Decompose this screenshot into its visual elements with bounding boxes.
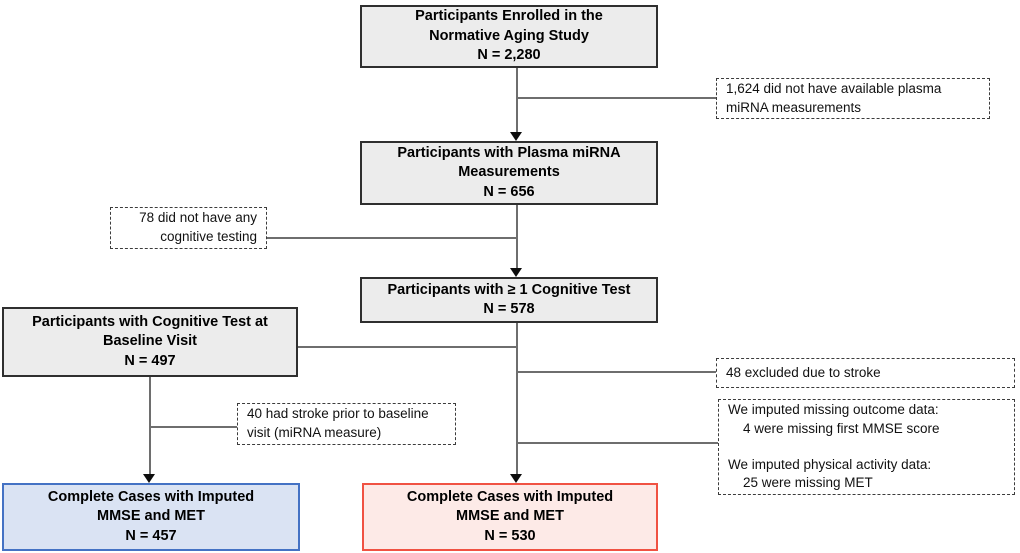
node-text-line: MMSE and MET	[97, 508, 205, 525]
connector-branch-stroke-baseline	[150, 426, 237, 428]
connector-branch-no-plasma	[517, 97, 716, 99]
node-plasma-mirna: Participants with Plasma miRNA Measureme…	[360, 141, 658, 205]
arrowhead-into-cognitive	[510, 268, 522, 277]
arrowhead-into-complete-full	[510, 474, 522, 483]
node-complete-cases-full: Complete Cases with Imputed MMSE and MET…	[362, 483, 658, 551]
exclusion-stroke-prior-baseline: 40 had stroke prior to baseline visit (m…	[237, 403, 456, 445]
connector-enrolled-to-plasma	[516, 68, 518, 133]
note-imputation: We imputed missing outcome data: 4 were …	[718, 399, 1015, 495]
node-text-line: Participants with Plasma miRNA	[397, 144, 621, 161]
node-text-line: Participants Enrolled in the	[415, 8, 603, 25]
node-text-line: Complete Cases with Imputed	[47, 488, 255, 505]
node-baseline-visit: Participants with Cognitive Test at Base…	[2, 307, 298, 377]
exclusion-no-plasma-mirna: 1,624 did not have available plasma miRN…	[716, 78, 990, 119]
connector-branch-stroke	[517, 371, 716, 373]
exclusion-text-line: 40 had stroke prior to baseline	[247, 406, 429, 422]
connector-branch-no-cognitive	[267, 237, 517, 239]
exclusion-text-line: We imputed physical activity data:	[728, 456, 932, 472]
node-complete-cases-baseline: Complete Cases with Imputed MMSE and MET…	[2, 483, 300, 551]
exclusion-no-cognitive-testing: 78 did not have any cognitive testing	[110, 207, 267, 249]
node-enrolled: Participants Enrolled in the Normative A…	[360, 5, 658, 68]
node-text-line: Complete Cases with Imputed	[406, 488, 614, 505]
arrowhead-into-plasma	[510, 132, 522, 141]
node-count: N = 2,280	[477, 47, 541, 64]
node-text-line: Measurements	[458, 164, 560, 181]
exclusion-text-line: miRNA measurements	[726, 99, 862, 115]
exclusion-text-line: 78 did not have any	[139, 210, 257, 226]
node-text-line: Baseline Visit	[102, 333, 198, 350]
exclusion-text-line: 25 were missing MET	[743, 475, 873, 491]
exclusion-stroke: 48 excluded due to stroke	[716, 358, 1015, 388]
node-count: N = 497	[124, 352, 176, 369]
exclusion-text-line: 1,624 did not have available plasma	[726, 80, 942, 96]
node-count: N = 578	[483, 301, 535, 317]
node-count: N = 656	[483, 183, 535, 200]
connector-baseline-to-complete	[149, 377, 151, 475]
exclusion-text-line: We imputed missing outcome data:	[728, 402, 939, 418]
node-count: N = 530	[484, 527, 536, 544]
node-text-line: MMSE and MET	[456, 508, 564, 525]
exclusion-text-line: 4 were missing first MMSE score	[743, 420, 940, 436]
exclusion-text-line: visit (miRNA measure)	[247, 425, 382, 440]
node-cognitive-test: Participants with ≥ 1 Cognitive Test N =…	[360, 277, 658, 323]
exclusion-text-line: 48 excluded due to stroke	[726, 364, 881, 380]
node-text-line: Normative Aging Study	[429, 27, 589, 44]
node-text-line: Participants with ≥ 1 Cognitive Test	[387, 281, 631, 298]
node-count: N = 457	[125, 527, 177, 544]
connector-branch-baseline	[298, 346, 517, 348]
connector-branch-imputation	[517, 442, 718, 444]
node-text-line: Participants with Cognitive Test at	[32, 313, 268, 330]
arrowhead-into-complete-baseline	[143, 474, 155, 483]
exclusion-text-line: cognitive testing	[160, 229, 257, 244]
connector-cognitive-to-complete	[516, 323, 518, 475]
